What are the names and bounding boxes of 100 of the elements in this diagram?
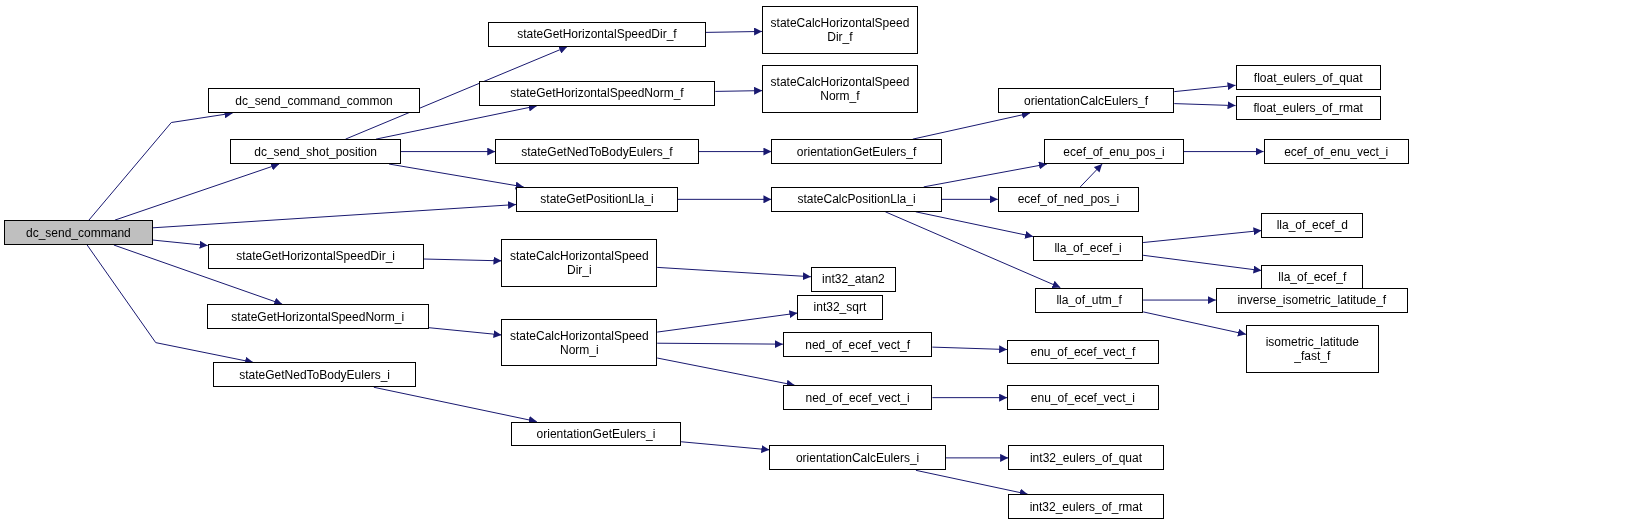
function-box [510,421,682,447]
function-name: dc_send_command [26,225,131,240]
function-box [207,244,424,269]
arrow [923,161,1048,188]
arrow [1142,254,1262,274]
arrow [113,244,283,306]
function-name: float_eulers_of_rmat [1253,100,1363,115]
function-name: int32_eulers_of_rmat [1029,499,1143,514]
function-box [478,81,716,106]
function-box [762,65,918,114]
function-name: isometric_latitude _fast_f [1264,334,1361,363]
function-name: int32_atan2 [822,272,885,287]
function-name: float_eulers_of_quat [1253,70,1363,85]
function-name: lla_of_ecef_d [1276,218,1349,233]
function-name: stateGetHorizontalSpeedNorm_f [510,86,684,101]
arrow [656,340,784,349]
function-box [1235,65,1381,91]
arrow [945,453,1009,462]
function-box [810,266,896,292]
arrow [941,195,999,204]
arrow [345,46,568,140]
function-box [1235,95,1381,121]
arrow [152,201,517,229]
function-box [1033,235,1144,261]
arrow [1142,311,1247,337]
function-box [495,139,699,165]
function-name: int32_sqrt [813,300,867,315]
function-box [206,304,429,330]
function-box [771,186,942,212]
function-box [1035,287,1144,313]
arrow [884,211,1061,289]
function-name: stateGetNedToBodyEulers_f [521,144,673,159]
function-box [1007,385,1159,411]
function-box [1215,287,1408,313]
function-box [1261,212,1364,238]
arrow [714,86,763,95]
arrow [1079,163,1103,188]
function-box [1263,139,1409,165]
function-name: stateCalcHorizontalSpeed Dir_i [508,248,650,277]
arrow [1183,147,1265,156]
function-box [782,332,933,358]
function-name: lla_of_ecef_i [1054,241,1122,256]
function-box [997,186,1139,212]
function-name: lla_of_ecef_f [1278,270,1347,285]
function-name: lla_of_utm_f [1056,293,1122,308]
arrow [705,27,763,36]
function-name: ecef_of_enu_pos_i [1063,144,1165,159]
function-name: ecef_of_enu_vect_i [1284,144,1389,159]
function-name: orientationGetEulers_i [536,427,656,441]
arrow [428,327,502,339]
function-box [797,294,883,320]
arrow [656,310,798,333]
function-name: stateCalcHorizontalSpeed Dir_f [769,16,911,45]
function-box [516,186,678,212]
arrow [698,147,772,156]
arrow [1173,82,1237,93]
arrow [1142,296,1217,305]
function-box [1007,339,1159,365]
function-box [501,238,658,287]
function-name: stateCalcPositionLla_i [797,192,916,207]
function-name: orientationCalcEulers_f [1023,93,1149,108]
function-name: inverse_isometric_latitude_f [1237,293,1387,308]
function-box [488,21,706,47]
function-name: enu_of_ecef_vect_i [1030,390,1135,405]
function-name: stateGetHorizontalSpeedDir_f [517,27,677,42]
arrow [931,393,1008,402]
function-name: enu_of_ecef_vect_f [1030,344,1136,359]
arrow [680,441,770,454]
arrow [423,256,502,265]
function-name: stateGetNedToBodyEulers_i [239,367,390,382]
arrow [677,195,772,204]
function-box [212,362,417,388]
arrow [931,345,1008,354]
function-box [997,88,1175,114]
function-box [769,445,946,471]
function-box [4,220,153,245]
function-name: stateCalcHorizontalSpeed Norm_f [769,75,911,104]
function-name: orientationGetEulers_f [796,144,917,159]
arrow [400,147,496,156]
function-box [1008,445,1164,471]
function-name: orientationCalcEulers_i [795,450,920,465]
arrow [114,162,280,221]
function-name: int32_eulers_of_quat [1029,450,1143,465]
function-box [771,139,942,165]
function-box [782,385,933,411]
function-box [1245,324,1379,373]
function-name: dc_send_shot_position [254,144,377,159]
function-name: ned_of_ecef_vect_i [805,390,910,405]
function-name: stateCalcHorizontalSpeed Norm_i [508,328,650,357]
function-name: stateGetHorizontalSpeedDir_i [236,249,395,264]
arrow [656,266,812,281]
function-box [1044,139,1184,165]
function-box [1008,494,1164,520]
function-box [230,139,401,165]
arrow [1142,227,1262,244]
function-box [501,318,658,367]
function-name: dc_send_command_common [235,93,393,108]
function-name: stateGetHorizontalSpeedNorm_i [231,309,405,324]
function-name: ned_of_ecef_vect_f [805,337,910,352]
arrow [152,239,209,249]
